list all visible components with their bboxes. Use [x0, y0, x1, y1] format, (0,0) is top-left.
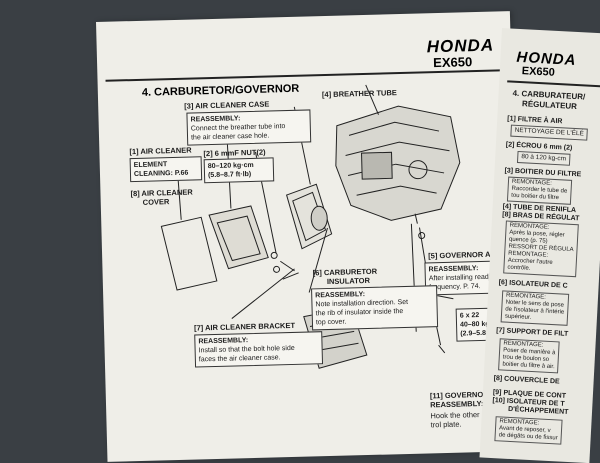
- reassembly-text-line: faces the air cleaner case.: [198, 354, 281, 364]
- callout-air-cleaner-cover: [8] AIR CLEANER COVER: [130, 188, 193, 208]
- right-item-label: [8] COUVERCLE DE: [493, 375, 560, 386]
- manual-page-right: HONDA EX650 4. CARBURATEUR/ RÉGULATEUR […: [479, 28, 600, 463]
- element-cleaning-ref: CLEANING: P.66: [133, 169, 189, 179]
- right-item-text: REMONTAGE: Après la pose, régler quence …: [503, 220, 579, 278]
- right-item-text: REMONTAGE: Poser de manière à trou de bo…: [498, 338, 561, 374]
- callout-air-cleaner: [1] AIR CLEANER: [129, 145, 192, 157]
- reassembly-box-air-cleaner-bracket: REASSEMBLY: Install so that the bolt hol…: [194, 331, 324, 368]
- reassembly-box-carburetor-insulator: REASSEMBLY: Note installation direction.…: [311, 285, 439, 331]
- callout-carburetor-insulator: [6] CARBURETOR INSULATOR: [313, 267, 378, 287]
- torque-value-ftlb: (5.8–8.7 ft·lb): [207, 170, 252, 180]
- reassembly-text-line: the air cleaner case hole.: [190, 132, 270, 142]
- callout-line: INSULATOR: [326, 275, 371, 287]
- reassembly-text-line: top cover.: [315, 318, 347, 327]
- torque-box-nut: 80–120 kg·cm (5.8–8.7 ft·lb): [203, 157, 275, 184]
- callout-nut: [2] 6 mmF NUT(2): [203, 147, 266, 159]
- element-cleaning-box: ELEMENT CLEANING: P.66: [129, 156, 203, 183]
- right-item-label: [6] ISOLATEUR DE C: [498, 279, 568, 290]
- exploded-view-diagram: [160, 84, 461, 369]
- text-line: tou boitier du filtre: [511, 192, 560, 202]
- right-item-label: [7] SUPPORT DE FILT: [495, 327, 569, 338]
- text-line: boitier du filtre à air.: [502, 361, 555, 371]
- section-title-right-2: RÉGULATEUR: [521, 99, 578, 112]
- callout-line: COVER: [142, 197, 170, 207]
- right-item-box: NETTOYAGE DE L'ÉLÉ: [510, 124, 589, 141]
- right-item-label: [2] ÉCROU 6 mm (2): [505, 141, 573, 152]
- manual-page-left: HONDA EX650 4. CARBURETOR/GOVERNOR: [96, 11, 532, 462]
- right-item-box: 80 à 120 kg-cm: [516, 150, 571, 166]
- right-item-text: REMONTAGE: Noter le sens de pose de l'is…: [500, 290, 570, 326]
- model-name-right: EX650: [521, 65, 556, 79]
- reassembly-box-air-cleaner-case: REASSEMBLY: Connect the breather tube in…: [186, 109, 312, 146]
- right-item-label: D'ÉCHAPPEMENT: [507, 405, 569, 416]
- right-item-text: REMONTAGE: Avant de reposer, v de dégâts…: [494, 416, 563, 445]
- header-rule-right: [507, 80, 600, 89]
- right-item-text: REMONTAGE: Raccorder le tube de tou boit…: [506, 176, 572, 205]
